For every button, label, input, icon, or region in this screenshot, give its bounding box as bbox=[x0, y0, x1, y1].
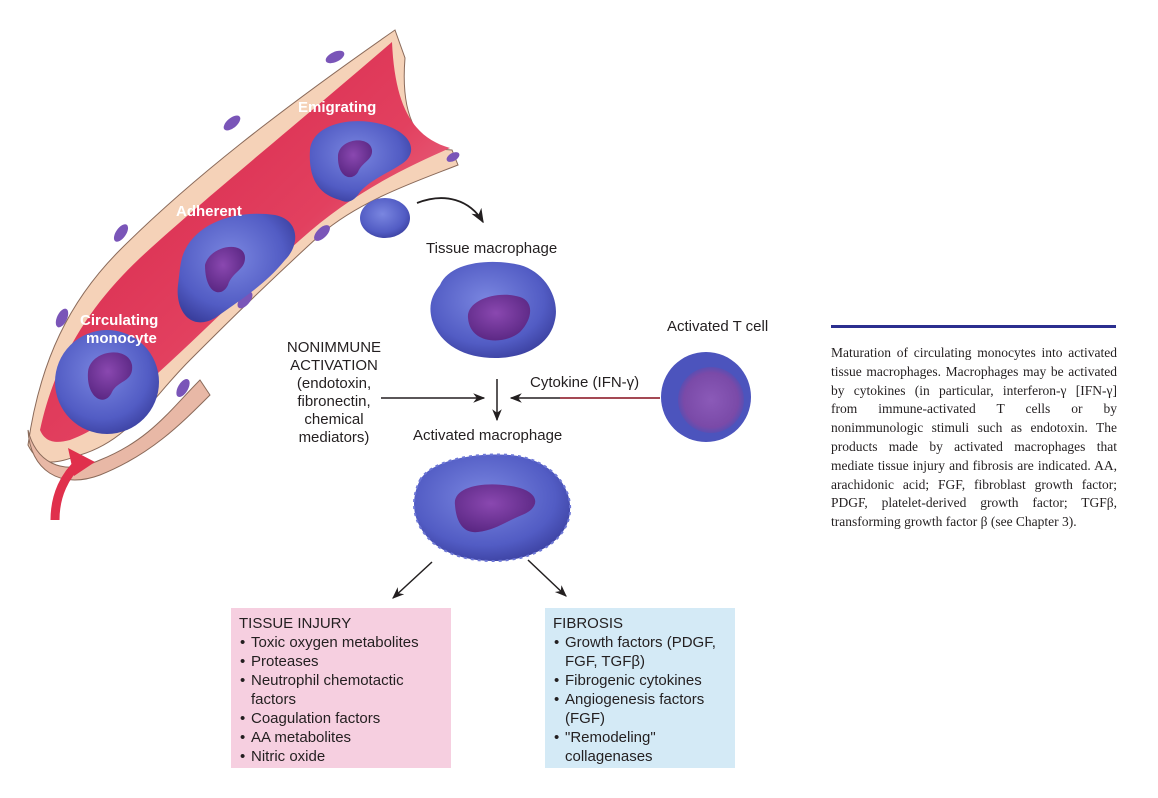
fibrosis-list: Growth factors (PDGF, FGF, TGFβ) Fibroge… bbox=[553, 633, 727, 766]
list-item: Proteases bbox=[239, 652, 443, 671]
tissue-injury-list: Toxic oxygen metabolites Proteases Neutr… bbox=[239, 633, 443, 766]
tissue-injury-box: TISSUE INJURY Toxic oxygen metabolites P… bbox=[231, 608, 451, 768]
nonimmune-line: ACTIVATION bbox=[290, 357, 378, 374]
entry-arrow-head bbox=[68, 448, 95, 476]
arrow-to-fibrosis bbox=[527, 559, 567, 597]
list-item: Growth factors (PDGF, FGF, TGFβ) bbox=[553, 633, 727, 671]
emigration-arrow bbox=[416, 197, 484, 224]
label-cytokine: Cytokine (IFN-γ) bbox=[530, 374, 640, 391]
list-item: Toxic oxygen metabolites bbox=[239, 633, 443, 652]
nonimmune-line: mediators) bbox=[298, 429, 370, 446]
emigrating-monocyte-cell bbox=[309, 121, 412, 238]
list-item: AA metabolites bbox=[239, 728, 443, 747]
activated-t-cell bbox=[661, 352, 751, 442]
fibrosis-title: FIBROSIS bbox=[553, 615, 624, 632]
adherent-monocyte-cell bbox=[177, 213, 296, 323]
list-item: Angiogenesis factors (FGF) bbox=[553, 690, 727, 728]
label-activated-macrophage: Activated macrophage bbox=[413, 427, 563, 444]
circulating-monocyte-cell bbox=[55, 330, 159, 434]
tissue-injury-title: TISSUE INJURY bbox=[239, 615, 352, 632]
label-emigrating: Emigrating bbox=[298, 99, 377, 116]
arrow-to-tissue-injury bbox=[392, 561, 433, 599]
label-nonimmune-activation: NONIMMUNE ACTIVATION (endotoxin, fibrone… bbox=[280, 339, 388, 447]
nonimmune-line: fibronectin, bbox=[297, 393, 371, 410]
fibrosis-box: FIBROSIS Growth factors (PDGF, FGF, TGFβ… bbox=[545, 608, 735, 768]
list-item: Fibrogenic cytokines bbox=[553, 671, 727, 690]
endothelial-nuclei bbox=[55, 50, 460, 398]
label-circulating: Circulating bbox=[80, 312, 159, 329]
label-monocyte: monocyte bbox=[86, 330, 157, 347]
activated-macrophage-cell bbox=[413, 453, 572, 562]
list-item: Nitric oxide bbox=[239, 747, 443, 766]
tissue-macrophage-cell bbox=[430, 261, 556, 358]
nonimmune-line: (endotoxin, bbox=[296, 375, 372, 392]
nonimmune-line: chemical bbox=[304, 411, 364, 428]
list-item: Neutrophil chemotactic factors bbox=[239, 671, 443, 709]
nonimmune-line: NONIMMUNE bbox=[286, 339, 382, 356]
figure-caption: Maturation of circulating monocytes into… bbox=[831, 345, 1117, 530]
list-item: "Remodeling" collagenases bbox=[553, 728, 727, 766]
caption-rule bbox=[831, 325, 1116, 328]
label-tissue-macrophage: Tissue macrophage bbox=[426, 240, 558, 257]
label-adherent: Adherent bbox=[176, 203, 242, 220]
label-activated-t-cell: Activated T cell bbox=[667, 318, 769, 335]
list-item: Coagulation factors bbox=[239, 709, 443, 728]
